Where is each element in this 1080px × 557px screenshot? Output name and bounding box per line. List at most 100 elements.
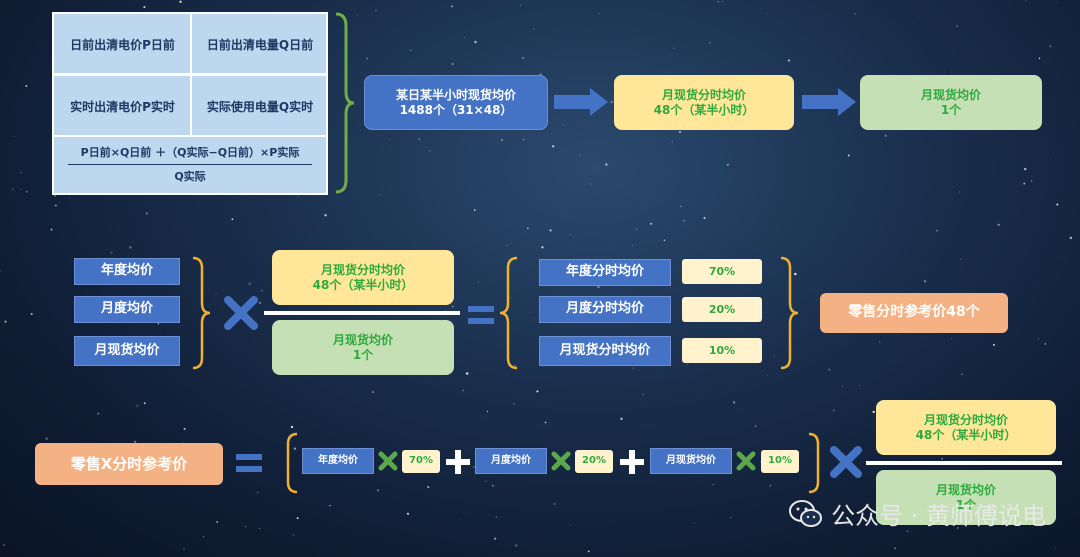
star	[923, 280, 927, 283]
daily-half-hour-spot-box: 某日某半小时现货均价 1488个（31×48）	[364, 75, 548, 130]
box-label: 月现货分时均价	[661, 87, 746, 102]
star	[19, 171, 22, 174]
star	[296, 517, 299, 520]
star	[632, 245, 633, 246]
star	[25, 190, 28, 193]
box-sublabel: 1个	[352, 347, 374, 362]
arrow-right-icon	[554, 88, 608, 116]
star	[366, 57, 369, 60]
star	[562, 124, 564, 125]
star	[678, 130, 682, 134]
star	[950, 71, 952, 73]
star	[68, 197, 70, 199]
star	[463, 37, 465, 38]
term-weight-monthly-spot: 10%	[761, 450, 799, 473]
star	[30, 313, 33, 315]
star	[842, 385, 843, 387]
box-label: 月现货分时均价	[923, 412, 1008, 427]
box-label: 某日某半小时现货均价	[395, 87, 516, 102]
table-cell-day-ahead-volume: 日前出清电量Q日前	[206, 37, 314, 52]
watermark: 公众号 · 黄师傅说电	[789, 496, 1046, 531]
term-weight-monthly: 20%	[575, 450, 613, 473]
star	[732, 401, 736, 404]
star	[960, 258, 962, 260]
multiply-icon	[830, 446, 862, 478]
star	[406, 512, 410, 515]
multiply-icon	[736, 451, 756, 471]
star	[1038, 57, 1041, 60]
star	[506, 244, 508, 247]
star	[491, 485, 494, 487]
fraction-numerator-box: 月现货分时均价 48个（某半小时）	[272, 250, 454, 305]
star	[465, 372, 469, 375]
monthly-spot-avg-box: 月现货均价 1个	[860, 75, 1042, 130]
star	[663, 239, 666, 242]
annual-avg-box: 年度均价	[74, 258, 180, 285]
star	[266, 419, 268, 421]
star	[463, 512, 465, 514]
box-label: 月现货分时均价	[320, 262, 405, 277]
star	[110, 251, 113, 254]
watermark-text: 公众号 · 黄师傅说电	[831, 502, 1046, 530]
star	[256, 491, 259, 494]
star	[45, 437, 48, 440]
fraction-line	[866, 461, 1062, 465]
term-weight-annual: 70%	[402, 450, 440, 473]
star	[730, 517, 732, 519]
star	[961, 373, 963, 375]
star	[513, 403, 515, 405]
star	[632, 367, 635, 369]
star	[376, 489, 380, 492]
star	[828, 368, 830, 371]
formula-numerator: P日前×Q日前 ＋（Q实际−Q日前）×P实际	[80, 146, 300, 159]
plus-icon	[620, 450, 644, 474]
star	[541, 246, 544, 249]
star	[1049, 45, 1052, 48]
star	[941, 458, 943, 460]
star	[673, 47, 675, 49]
star	[636, 228, 638, 230]
table-cell-day-ahead-price: 日前出清电价P日前	[70, 37, 175, 52]
monthly-spot-avg-box: 月现货均价	[74, 336, 180, 366]
star	[527, 227, 529, 230]
star	[529, 312, 530, 313]
box-sublabel: 48个（某半小时）	[653, 102, 755, 117]
table-divider	[54, 135, 326, 137]
fraction-denominator-box: 月现货均价 1个	[876, 470, 1056, 525]
formula-denominator: Q实际	[174, 170, 206, 183]
star	[1052, 98, 1053, 100]
star	[136, 404, 139, 407]
star	[356, 15, 358, 16]
star	[958, 191, 960, 193]
curly-bracket-icon	[499, 256, 518, 370]
star	[722, 1, 724, 3]
box-sublabel: 1个	[940, 102, 962, 117]
equals-icon	[236, 454, 262, 472]
star	[215, 293, 217, 295]
star	[642, 393, 644, 396]
star	[694, 522, 696, 524]
star	[372, 391, 374, 393]
star	[83, 490, 84, 492]
term-monthly-avg: 月度均价	[475, 448, 547, 474]
star	[683, 219, 686, 222]
star	[553, 502, 556, 506]
star	[231, 218, 234, 221]
star	[267, 268, 269, 270]
star	[157, 323, 160, 325]
star	[668, 55, 670, 56]
star	[1054, 547, 1056, 549]
star	[145, 212, 148, 215]
star	[832, 409, 835, 412]
star	[610, 100, 613, 104]
star	[549, 229, 552, 232]
star	[216, 521, 219, 523]
star	[680, 205, 682, 207]
star	[1025, 0, 1027, 2]
star	[951, 338, 952, 339]
paren-right-icon	[808, 432, 820, 494]
term-annual-avg: 年度均价	[302, 448, 374, 474]
monthly-hourly-avg-box: 月度分时均价	[539, 296, 671, 323]
star	[50, 228, 53, 231]
star	[474, 40, 477, 44]
